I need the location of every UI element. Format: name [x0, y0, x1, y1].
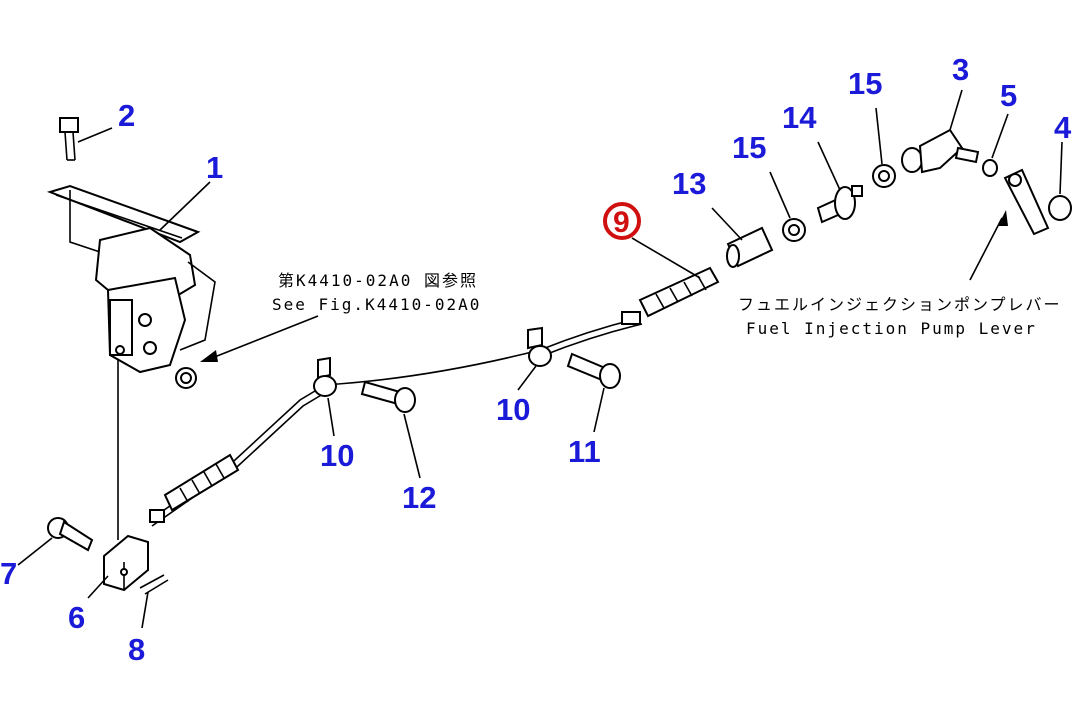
callout-15a: 15 — [732, 130, 766, 165]
pump-lever — [1003, 168, 1050, 236]
callout-2: 2 — [118, 98, 135, 133]
callout-9: 9 — [613, 206, 630, 239]
lever-note-en: Fuel Injection Pump Lever — [746, 319, 1037, 338]
bolt-part-11 — [566, 352, 621, 389]
callout-13: 13 — [672, 166, 706, 201]
sleeve-part-13 — [726, 226, 774, 268]
bolt-part-7 — [47, 517, 94, 552]
callout-1: 1 — [206, 150, 223, 185]
cable-part-9 — [149, 266, 720, 527]
reference-note-jp: 第K4410-02A0 図参照 — [278, 271, 478, 290]
lever-note-jp: フュエルインジェクションポンプレバー — [738, 295, 1062, 314]
callout-7: 7 — [0, 556, 17, 591]
reference-arrow-right — [969, 210, 1008, 281]
pedal-assembly-part-1 — [46, 184, 216, 540]
leader-lines — [17, 89, 1063, 629]
highlight-ring — [603, 202, 641, 240]
bolt-part-12 — [360, 380, 416, 413]
callout-3: 3 — [952, 52, 969, 87]
bolt-part-2 — [59, 117, 79, 161]
nut-part-4 — [1048, 195, 1072, 221]
callout-5: 5 — [1000, 78, 1017, 113]
callout-4: 4 — [1054, 110, 1072, 145]
callout-15b: 15 — [848, 66, 882, 101]
reference-arrow-left — [200, 315, 319, 362]
clamp-part-10b — [527, 326, 552, 367]
nut-part-15a — [782, 218, 806, 242]
washer-part-5 — [982, 159, 998, 177]
callout-14: 14 — [782, 100, 817, 135]
reference-note-en: See Fig.K4410-02A0 — [272, 295, 481, 314]
callout-6: 6 — [68, 600, 85, 635]
pin-part-8 — [139, 574, 169, 595]
callout-11: 11 — [568, 434, 601, 469]
callout-8: 8 — [128, 632, 145, 667]
ball-joint-part-3 — [901, 128, 980, 174]
fitting-part-14 — [816, 185, 863, 224]
nut-part-15b — [872, 164, 896, 188]
callout-12: 12 — [402, 480, 436, 515]
block-part-6 — [103, 534, 149, 592]
callout-10b: 10 — [496, 392, 530, 427]
clamp-part-10a — [313, 356, 337, 397]
callout-10a: 10 — [320, 438, 354, 473]
